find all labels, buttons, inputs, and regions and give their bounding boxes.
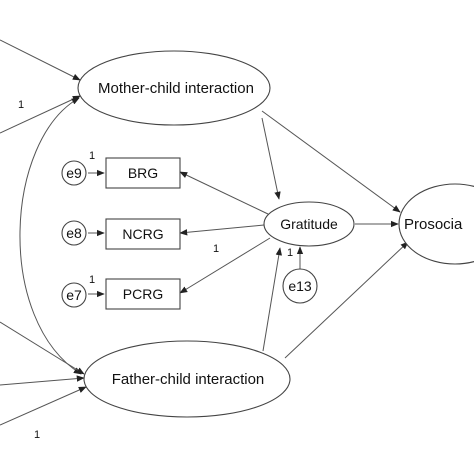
label-e8: e8 xyxy=(66,225,82,241)
path-label-pcrg: 1 xyxy=(213,243,219,255)
edge-left-top-in-2 xyxy=(0,95,81,134)
path-label-mother: 1 xyxy=(18,99,24,111)
node-e8: e8 xyxy=(61,220,87,246)
node-father-child-interaction: Father-child interaction xyxy=(83,340,291,418)
node-prosocial: Prosocia xyxy=(398,183,474,265)
edge-father-prosocial xyxy=(284,241,409,359)
path-label-e13: 1 xyxy=(287,247,293,259)
label-brg: BRG xyxy=(128,165,158,181)
node-mother-child-interaction: Mother-child interaction xyxy=(77,50,271,126)
node-e9: e9 xyxy=(61,160,87,186)
label-ncrg: NCRG xyxy=(122,226,163,242)
label-gratitude: Gratitude xyxy=(280,216,338,232)
edge-gratitude-pcrg xyxy=(179,237,271,294)
edge-left-bottom-in-1 xyxy=(0,321,85,375)
node-brg: BRG xyxy=(105,157,181,189)
label-mother-child-interaction: Mother-child interaction xyxy=(98,80,254,97)
node-e13: e13 xyxy=(282,268,318,304)
edge-gratitude-ncrg xyxy=(179,224,265,236)
label-pcrg: PCRG xyxy=(123,286,163,302)
edge-mother-father-covariance xyxy=(19,97,82,375)
label-e13: e13 xyxy=(288,278,312,294)
edge-mother-prosocial xyxy=(261,110,401,213)
edge-father-gratitude xyxy=(262,247,282,352)
node-gratitude: Gratitude xyxy=(263,201,355,247)
edge-left-bottom-in-3 xyxy=(0,386,87,426)
node-e7: e7 xyxy=(61,282,87,308)
node-pcrg: PCRG xyxy=(105,278,181,310)
label-e7: e7 xyxy=(66,287,82,303)
label-father-child-interaction: Father-child interaction xyxy=(112,371,265,388)
path-label-father: 1 xyxy=(34,429,40,441)
path-label-e7: 1 xyxy=(89,274,95,286)
path-label-e9: 1 xyxy=(89,150,95,162)
node-ncrg: NCRG xyxy=(105,218,181,250)
edge-gratitude-brg xyxy=(179,171,269,215)
path-labels: 1 1 1 1 1 1 xyxy=(18,99,293,441)
edges xyxy=(0,39,409,426)
edge-left-bottom-in-2 xyxy=(0,375,85,386)
edge-mother-gratitude xyxy=(261,117,281,200)
edge-left-top-in-1 xyxy=(0,39,81,81)
label-prosocial: Prosocia xyxy=(404,216,463,233)
label-e9: e9 xyxy=(66,165,82,181)
